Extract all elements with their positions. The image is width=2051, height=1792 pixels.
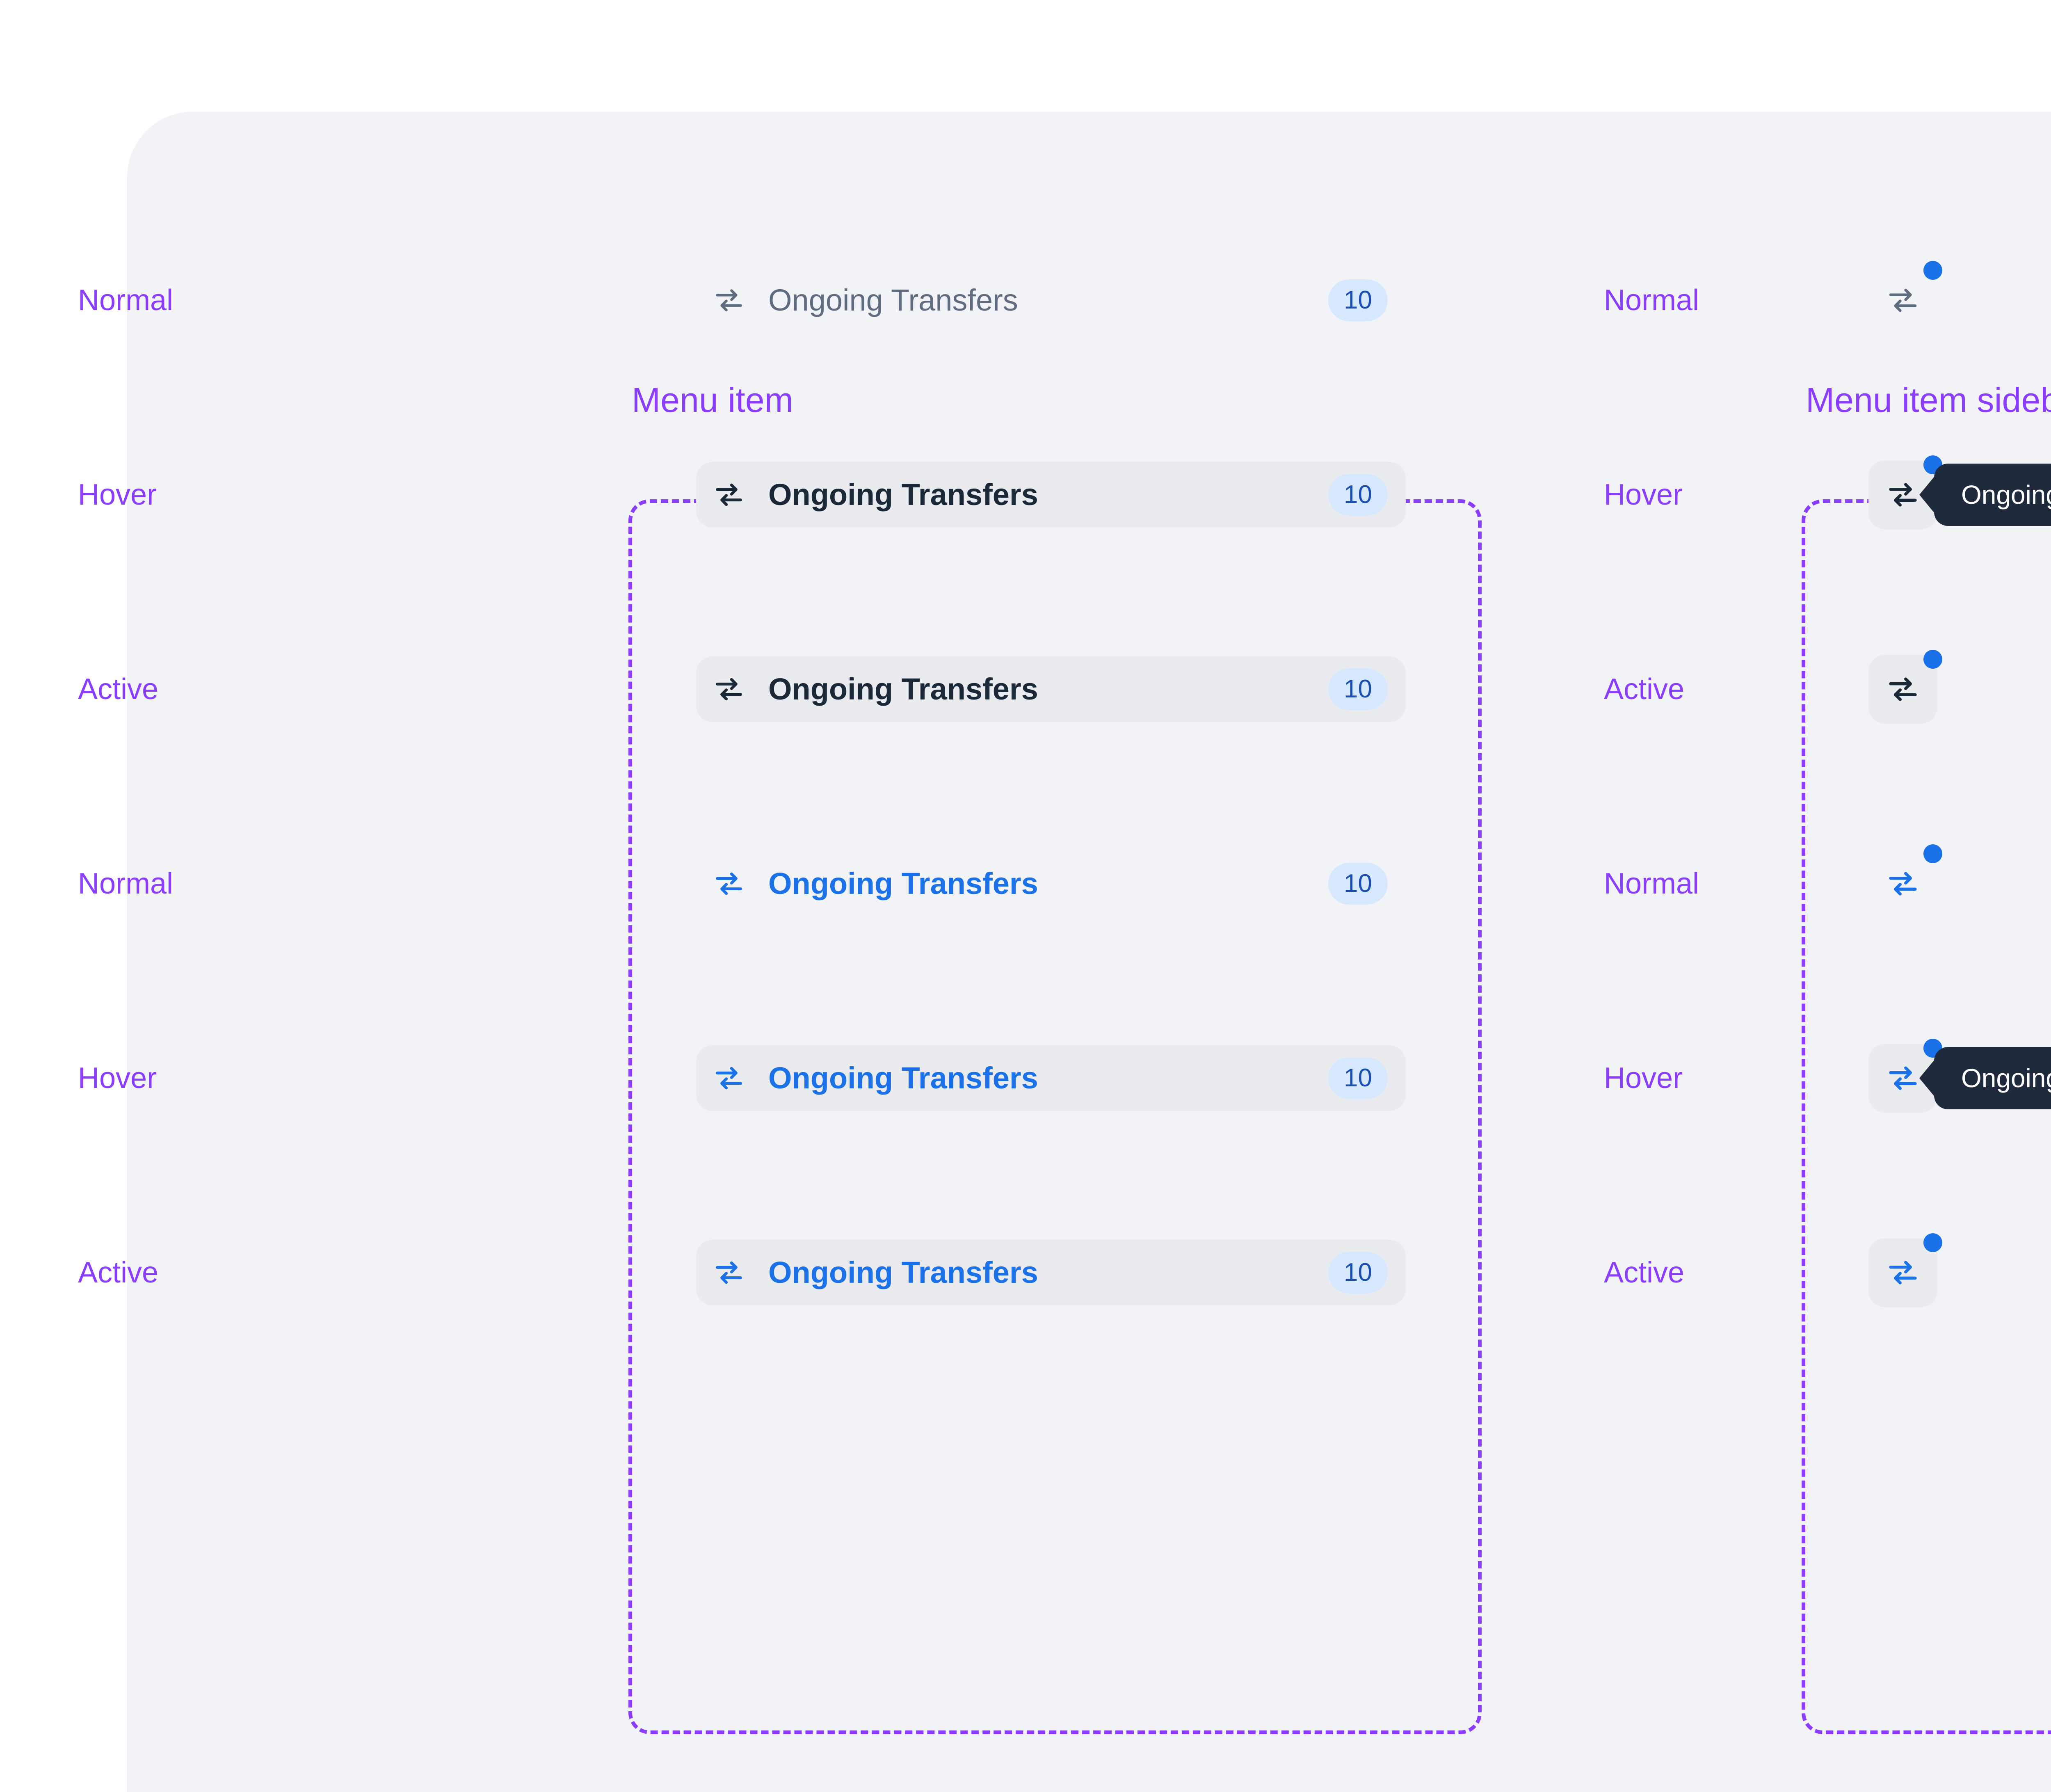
state-label-active-1: Active [78,673,159,706]
menu-item-row[interactable]: Ongoing Transfers 10 [696,851,1406,917]
state-label-hide-active-1: Active [1604,673,1685,706]
notification-dot-icon [1923,261,1942,280]
status-badge: 10 [1328,279,1388,321]
transfer-arrows-icon [716,483,742,506]
state-label-hide-hover-1: Hover [1604,478,1683,511]
group-title-menu-item-sidebar-hide-state: Menu item sidebar hide state [1806,381,2051,419]
transfer-arrows-icon [1889,1261,1917,1285]
notification-dot-icon [1923,1233,1942,1252]
menu-item-label: Ongoing Transfers [768,283,1018,317]
menu-item-label: Ongoing Transfers [768,672,1038,706]
sidebar-icon-button[interactable] [1868,455,1942,529]
menu-item-row[interactable]: Ongoing Transfers 10 [696,1045,1406,1111]
menu-item-label: Ongoing Transfers [768,1061,1038,1095]
transfer-arrows-icon [716,1261,742,1284]
status-badge: 10 [1328,863,1388,905]
state-label-hide-normal-1: Normal [1604,284,1699,317]
menu-item-row[interactable]: Ongoing Transfers 10 [696,267,1406,333]
status-badge: 10 [1328,1252,1388,1294]
notification-dot-icon [1923,844,1942,863]
sidebar-icon-button[interactable] [1868,1233,1942,1307]
menu-item-row[interactable]: Ongoing Transfers 10 [696,656,1406,722]
tooltip: Ongoing Transfers [1934,464,2051,526]
state-label-hide-active-2: Active [1604,1256,1685,1289]
transfer-arrows-icon [1889,1066,1917,1090]
transfer-arrows-icon [1889,483,1917,507]
menu-item-label: Ongoing Transfers [768,478,1038,512]
state-label-active-2: Active [78,1256,159,1289]
menu-item-row[interactable]: Ongoing Transfers 10 [696,1240,1406,1305]
transfer-arrows-icon [1889,677,1917,701]
sidebar-icon-button[interactable] [1868,844,1942,918]
menu-item-label: Ongoing Transfers [768,1255,1038,1289]
state-label-hover-1: Hover [78,478,157,511]
notification-dot-icon [1923,650,1942,669]
menu-item-row[interactable]: Ongoing Transfers 10 [696,462,1406,528]
group-title-menu-item: Menu item [632,381,793,419]
spec-canvas: Menu item Menu item sidebar hide state N… [78,112,2051,1792]
menu-item-label: Ongoing Transfers [768,866,1038,901]
transfer-arrows-icon [716,872,742,895]
transfer-arrows-icon [716,1067,742,1090]
state-label-hide-normal-2: Normal [1604,867,1699,900]
transfer-arrows-icon [716,289,742,311]
state-label-normal-2: Normal [78,867,174,900]
state-label-hide-hover-2: Hover [1604,1062,1683,1095]
state-label-normal-1: Normal [78,284,174,317]
status-badge: 10 [1328,668,1388,710]
sidebar-icon-button[interactable] [1868,650,1942,724]
transfer-arrows-icon [1889,872,1917,896]
status-badge: 10 [1328,1057,1388,1099]
tooltip: Ongoing Transfers [1934,1047,2051,1109]
state-label-hover-2: Hover [78,1062,157,1095]
sidebar-icon-button[interactable] [1868,261,1942,335]
transfer-arrows-icon [1889,288,1917,312]
status-badge: 10 [1328,474,1388,516]
transfer-arrows-icon [716,678,742,701]
